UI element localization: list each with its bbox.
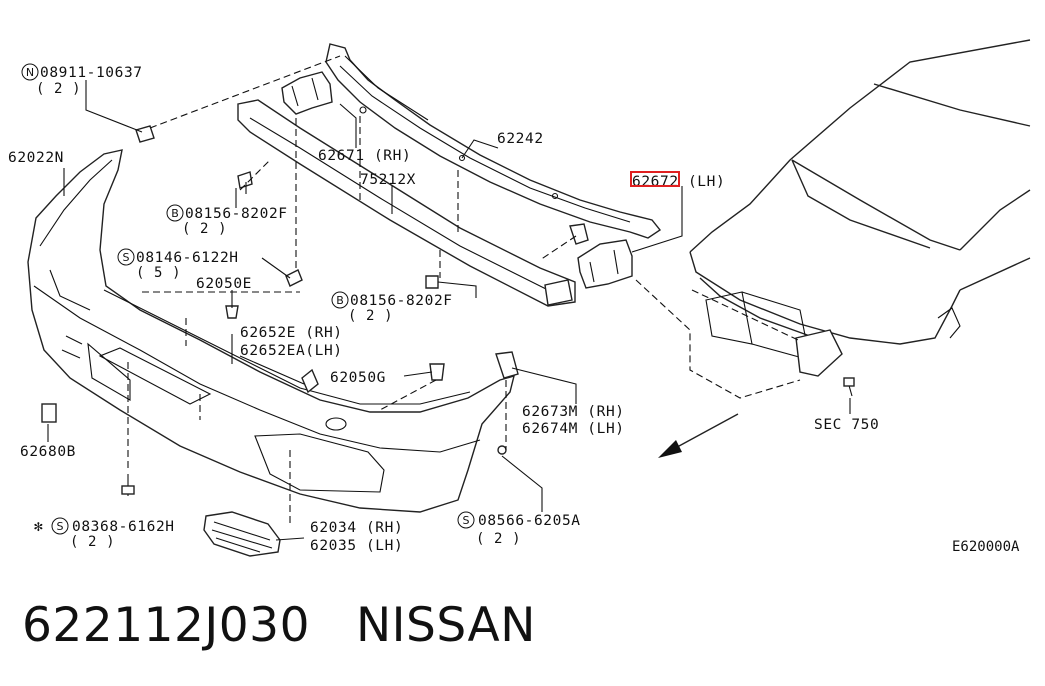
- fog-lamp-grille: [203, 511, 281, 557]
- vehicle-body: [689, 39, 1031, 397]
- callout-code: S: [463, 514, 470, 527]
- callout-prefix: ✻: [34, 519, 43, 535]
- callout-62034-rh: 62034 (RH): [310, 520, 403, 536]
- part-quantity: ( 2 ): [182, 221, 227, 237]
- part-number-title: 622112J030: [22, 598, 310, 653]
- leader-lines: [47, 55, 851, 541]
- clip-62050G: [429, 363, 445, 381]
- callout-62050G: 62050G: [330, 370, 386, 386]
- part-number: 08566-6205A: [478, 513, 581, 529]
- callout-62050E: 62050E: [196, 276, 252, 292]
- callout-62672-lh: 62672 (LH): [630, 171, 725, 190]
- fastener-screw-left: [285, 269, 303, 287]
- callout-code: B: [336, 294, 344, 307]
- fastener-clip-08911: [135, 125, 155, 143]
- callout-08146-6122H: S 08146-6122H ( 5 ): [117, 248, 239, 281]
- part-quantity: ( 2 ): [70, 534, 115, 550]
- screw-08368: [121, 474, 135, 496]
- bumper-fascia-62022N: [27, 149, 515, 513]
- upper-core-support-62242: [325, 43, 662, 245]
- callout-08368-6162H: ✻ S 08368-6162H ( 2 ): [34, 517, 175, 550]
- part-quantity: ( 2 ): [36, 81, 81, 97]
- side-bracket-62673M: [495, 351, 519, 379]
- screw-08566: [497, 445, 507, 455]
- callout-62652EA-lh: 62652EA(LH): [240, 343, 343, 359]
- callout-62652E-rh: 62652E (RH): [240, 325, 343, 341]
- fastener-bolt-center: [425, 275, 439, 289]
- part-quantity: ( 2 ): [476, 531, 521, 547]
- diagram-code: E620000A: [952, 539, 1020, 555]
- highlight-box: [630, 171, 680, 187]
- callout-08911-10637: N 08911-10637 ( 2 ): [21, 63, 143, 97]
- caption: 622112J030 NISSAN: [22, 598, 536, 653]
- bracket-62672-lh: [577, 239, 633, 289]
- callout-code: B: [171, 207, 179, 220]
- callout-08156-8202F-upper: B 08156-8202F ( 2 ): [166, 204, 288, 237]
- part-number: 08156-8202F: [350, 293, 453, 309]
- callout-code: S: [57, 520, 64, 533]
- callout-62674M-lh: 62674M (LH): [522, 421, 625, 437]
- callout-75212X: 75212X: [360, 172, 416, 188]
- clip-62050E: [225, 305, 239, 319]
- part-number: 08911-10637: [40, 65, 143, 81]
- part-quantity: ( 2 ): [348, 308, 393, 324]
- front-direction-arrow: [658, 413, 739, 458]
- part-number: 08146-6122H: [136, 250, 239, 266]
- callout-62680B: 62680B: [20, 444, 76, 460]
- brand-title: NISSAN: [356, 598, 536, 653]
- callout-62035-lh: 62035 (LH): [310, 538, 403, 554]
- callout-08156-8202F-lower: B 08156-8202F ( 2 ): [331, 291, 453, 324]
- clip-62680B: [41, 403, 57, 423]
- bracket-62652E: [301, 368, 319, 394]
- fastener-bolt-upper: [237, 171, 253, 194]
- callout-sec-750: SEC 750: [814, 417, 879, 433]
- callout-08566-6205A: S 08566-6205A ( 2 ): [457, 511, 581, 547]
- callout-62022N: 62022N: [8, 150, 64, 166]
- callout-62242: 62242: [497, 131, 544, 147]
- part-number: 08368-6162H: [72, 519, 175, 535]
- part-number: 08156-8202F: [185, 206, 288, 222]
- bracket-62671-rh: [281, 71, 333, 115]
- bumper-reinforcement-75212X: [237, 99, 576, 307]
- part-quantity: ( 5 ): [136, 265, 181, 281]
- callout-code: N: [26, 66, 34, 79]
- callout-62673M-rh: 62673M (RH): [522, 404, 625, 420]
- callout-code: S: [123, 251, 130, 264]
- callout-62671-rh: 62671 (RH): [318, 148, 411, 164]
